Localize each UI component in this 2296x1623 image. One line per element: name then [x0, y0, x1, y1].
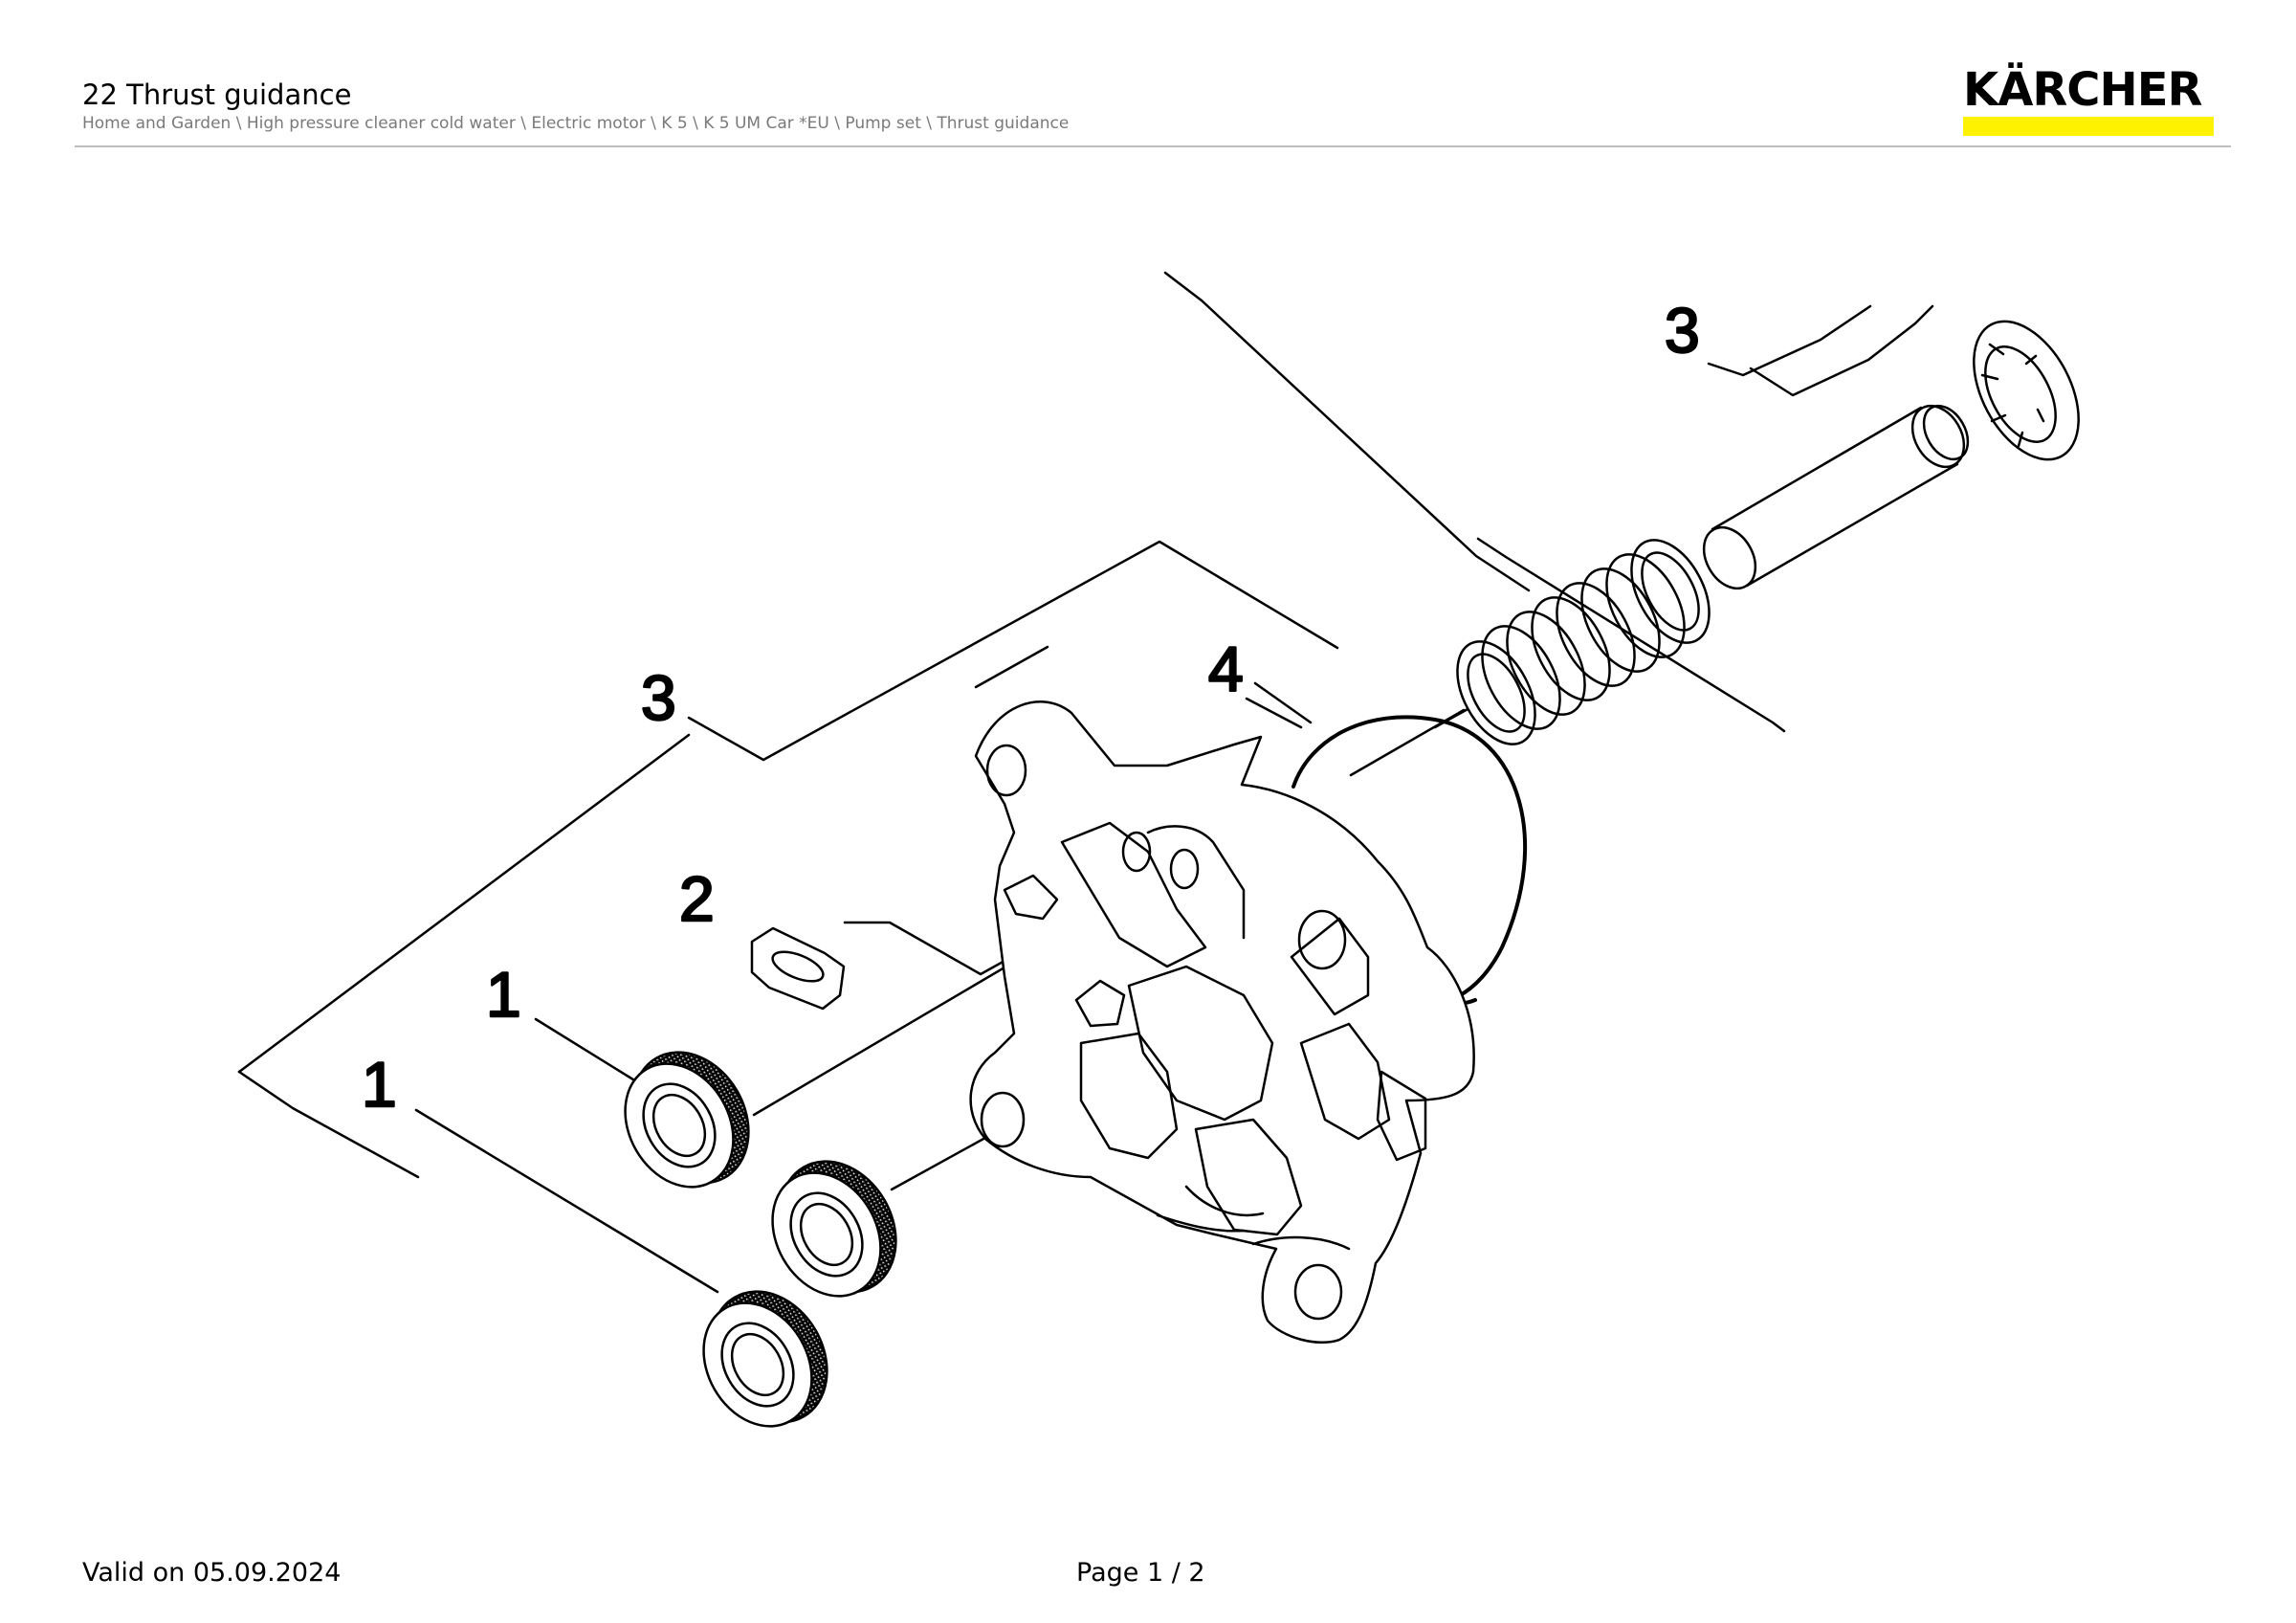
logo-yellow-bar — [1963, 117, 2214, 136]
thrust-guide-housing — [969, 700, 1475, 1344]
pin-part — [1702, 404, 1970, 590]
spring-part — [1456, 539, 1711, 745]
breadcrumb: Home and Garden \ High pressure cleaner … — [82, 114, 1070, 133]
callout-4: 4 — [1208, 634, 1244, 704]
mount-hole-bottom — [1293, 1263, 1343, 1321]
bearing-middle-part — [771, 1160, 897, 1298]
callout-3-left: 3 — [641, 662, 676, 733]
footer-valid-date: Valid on 05.09.2024 — [82, 1558, 342, 1588]
footer-page-number: Page 1 / 2 — [1076, 1558, 1205, 1588]
insert-part — [750, 926, 846, 1011]
header-divider — [75, 145, 2231, 147]
mount-hole-left — [980, 1091, 1026, 1148]
leader-lines — [237, 271, 1934, 1294]
callout-2: 2 — [679, 863, 715, 934]
bearing-lower-part — [702, 1290, 828, 1428]
callout-1-upper: 1 — [486, 959, 521, 1030]
mount-hole-top — [985, 744, 1027, 797]
logo-wordmark: KÄRCHER — [1963, 63, 2202, 117]
bearing-upper-part — [624, 1051, 750, 1189]
karcher-logo: KÄRCHER — [1963, 65, 2214, 138]
callout-3-top: 3 — [1665, 295, 1700, 366]
callout-1-lower: 1 — [362, 1049, 397, 1120]
mount-hole-right — [1297, 909, 1347, 970]
page-title: 22 Thrust guidance — [82, 78, 352, 111]
retaining-clip-part — [1973, 320, 2080, 461]
